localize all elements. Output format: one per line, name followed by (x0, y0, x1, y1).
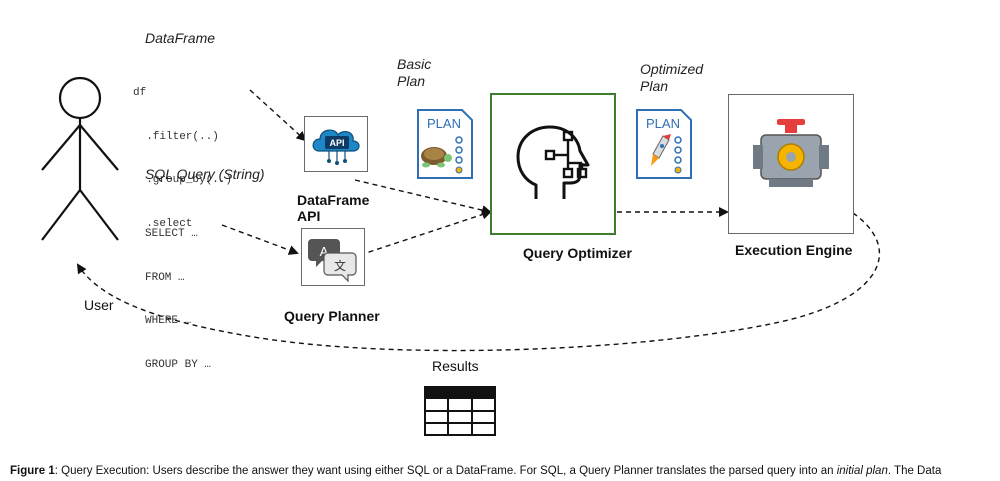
query-optimizer-label: Query Optimizer (523, 245, 632, 261)
caption-text-end: . The Data (887, 465, 942, 477)
optimized-plan-rocket-icon: PLAN (636, 109, 692, 179)
dataframe-code-line: .group_by(..) (133, 174, 233, 186)
query-optimizer-box (490, 93, 616, 235)
ai-head-icon (516, 125, 590, 199)
dataframe-api-box: API (304, 116, 368, 172)
svg-text:A: A (320, 244, 329, 259)
arrow-results-to-user (76, 212, 881, 352)
svg-text:API: API (329, 138, 344, 148)
arrow-planner-to-optimizer (359, 209, 492, 256)
sql-code-line: SELECT … (145, 228, 198, 240)
sql-code-line: FROM … (145, 271, 185, 284)
caption-italic: initial plan (836, 465, 888, 477)
dataframe-code-line: df (133, 87, 147, 99)
dataframe-code-line: .select (133, 217, 193, 230)
execution-engine-box (728, 94, 854, 234)
svg-text:PLAN: PLAN (646, 116, 680, 131)
svg-text:PLAN: PLAN (427, 116, 461, 131)
figure-caption: Figure 1: Query Execution: Users describ… (10, 465, 941, 477)
figure-label: Figure 1 (10, 465, 55, 477)
translate-icon: A 文 (308, 239, 357, 283)
caption-text: : Query Execution: Users describe the an… (54, 465, 837, 477)
user-stick-figure (41, 76, 119, 241)
results-table-icon (424, 386, 496, 436)
arrow-sql-to-planner (221, 224, 299, 255)
dataframe-code: df .filter(..) .group_by(..) .select (133, 57, 232, 246)
results-label: Results (432, 358, 479, 374)
query-planner-label: Query Planner (284, 308, 380, 324)
arrow-dataframe-to-api (249, 89, 307, 142)
dataframe-api-label: DataFrame API (297, 192, 370, 224)
dataframe-label: DataFrame (145, 30, 216, 46)
arrow-api-to-optimizer (354, 179, 492, 216)
svg-text:文: 文 (334, 258, 346, 273)
sql-code: SELECT … FROM … WHERE … GROUP BY … (145, 198, 211, 387)
basic-plan-label: Basic Plan (397, 56, 432, 89)
execution-engine-label: Execution Engine (735, 242, 853, 258)
dataframe-code-line: .filter(..) (133, 130, 219, 143)
optimized-plan-label: Optimized Plan (640, 61, 704, 94)
user-label: User (84, 297, 114, 313)
sql-code-line: GROUP BY … (145, 358, 212, 371)
sql-code-line: WHERE … (145, 315, 192, 327)
api-cloud-icon: API (312, 129, 360, 165)
sql-query-label: SQL Query (String) (145, 166, 265, 182)
engine-icon (753, 119, 829, 187)
query-planner-box: A 文 (301, 228, 365, 286)
basic-plan-turtle-icon: PLAN (417, 109, 473, 179)
